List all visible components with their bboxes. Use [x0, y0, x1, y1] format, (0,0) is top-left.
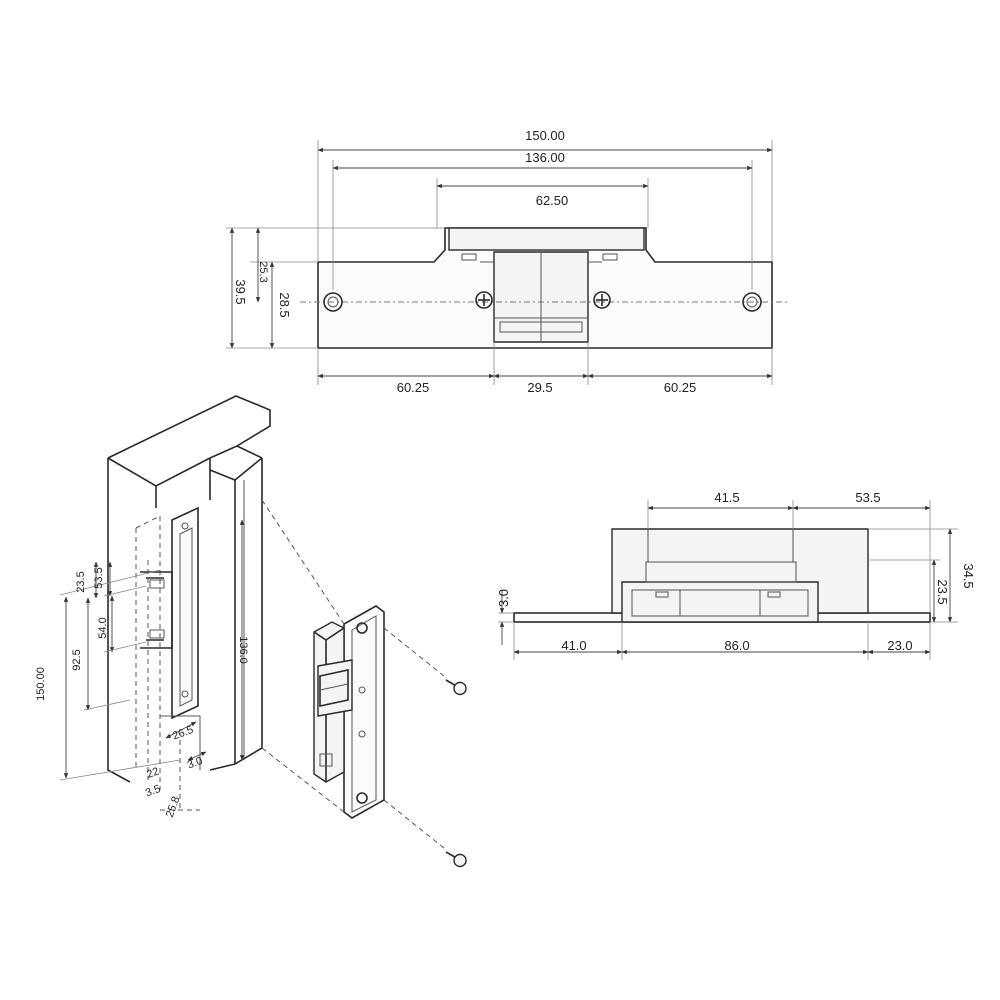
dim-iso-150: 150.00	[35, 667, 47, 701]
screw-right-icon	[593, 291, 611, 309]
dim-side-bottom-right: 23.0	[887, 638, 912, 653]
mounting-hole-right	[742, 292, 762, 312]
dim-iso-265: 26.5	[171, 724, 195, 743]
front-view: 150.00 136.00 62.50 60.25 29.5 60.25 39.…	[226, 128, 790, 395]
dim-side-top-left: 41.5	[714, 490, 739, 505]
dim-center-section: 29.5	[527, 380, 552, 395]
isometric-view: 150.00 92.5 23.5 53.5 54.0 136.0 26.5 3.…	[35, 395, 467, 868]
dim-plate-height: 28.5	[277, 292, 292, 317]
dim-side-total-height: 34.5	[961, 563, 976, 588]
electric-strike-unit	[313, 605, 385, 819]
dim-iso-92: 92.5	[71, 649, 83, 670]
dim-total-height: 39.5	[233, 279, 248, 304]
mounting-hole-left	[323, 292, 343, 312]
screw-left-icon	[475, 291, 493, 309]
dim-iso-30: 3.0	[186, 755, 204, 772]
dim-iso-540: 54.0	[97, 617, 109, 638]
dim-side-body-height: 23.5	[935, 579, 950, 604]
dim-right-section: 60.25	[664, 380, 697, 395]
frame-strike-plate	[171, 506, 199, 720]
side-view: 41.5 53.5 34.5 23.5 3.0 41.0 86.0 23.0	[496, 490, 976, 660]
dim-side-top-right: 53.5	[855, 490, 880, 505]
dim-side-bottom-center: 86.0	[724, 638, 749, 653]
dim-side-bottom-left: 41.0	[561, 638, 586, 653]
dim-iso-22: 22	[145, 765, 161, 780]
dim-inner-height: 25.3	[257, 261, 269, 282]
strike-body-top	[448, 227, 645, 251]
dim-iso-35: 3.5	[144, 783, 162, 800]
dim-side-plate-thickness: 3.0	[496, 589, 511, 607]
dim-body-width: 62.50	[536, 193, 569, 208]
dim-iso-235: 23.5	[75, 571, 87, 592]
dim-overall-length: 150.00	[525, 128, 565, 143]
dim-iso-136: 136.0	[237, 636, 249, 664]
dim-iso-535: 53.5	[93, 567, 105, 588]
dim-hole-spacing: 136.00	[525, 150, 565, 165]
mortise-cutout	[135, 515, 161, 790]
screw-top-icon	[445, 679, 467, 696]
screw-bottom-icon	[445, 851, 467, 868]
dim-left-section: 60.25	[397, 380, 430, 395]
